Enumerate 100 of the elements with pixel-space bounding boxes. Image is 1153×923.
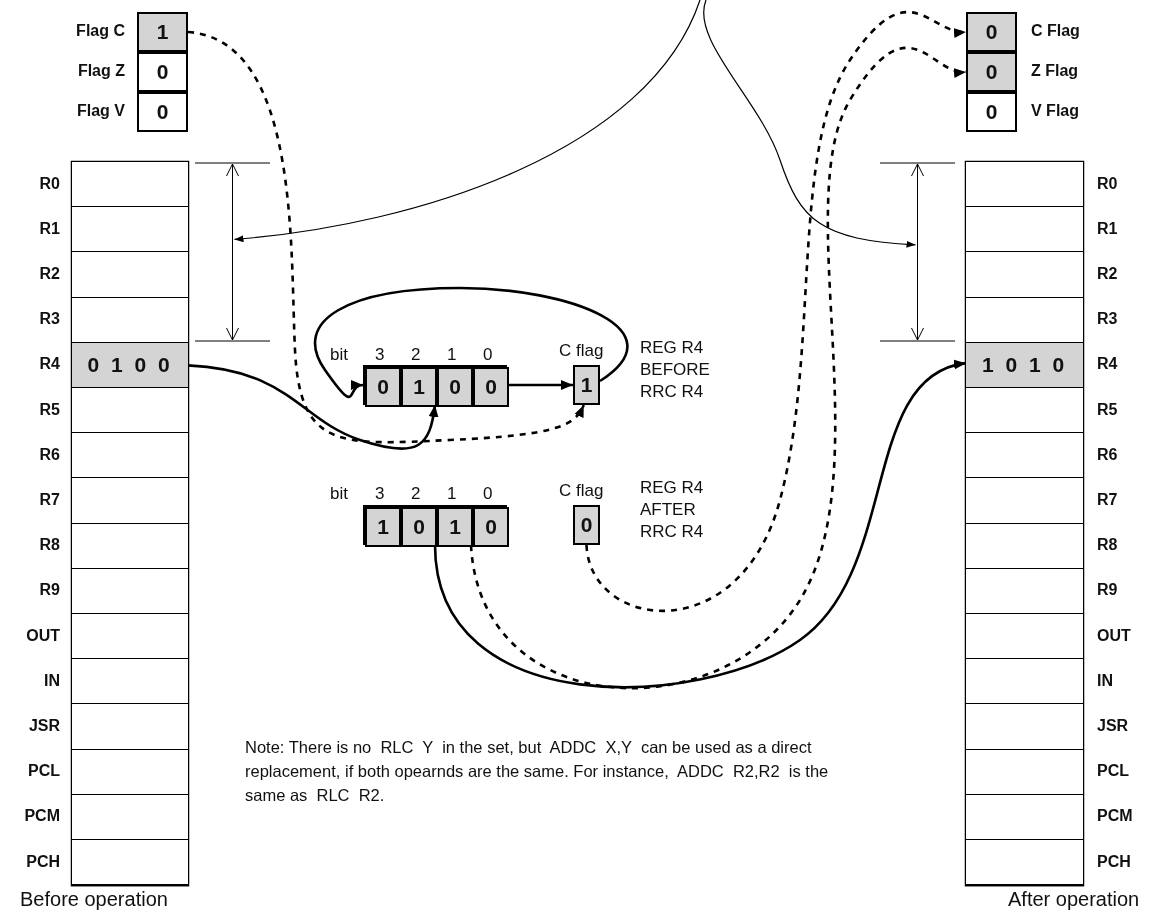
register-cell: 1 0 1 0 <box>966 342 1083 388</box>
register-name: R3 <box>39 310 60 329</box>
arrow <box>187 364 439 450</box>
register-cell <box>72 162 188 208</box>
register-name: R1 <box>1097 219 1118 238</box>
register-name: PCM <box>24 807 60 826</box>
register-name: R6 <box>39 445 60 464</box>
bit-number: 1 <box>447 484 457 504</box>
register-cell <box>72 614 188 660</box>
bit-number: 3 <box>375 484 385 504</box>
register-name: PCH <box>26 852 60 871</box>
flag-name: Flag V <box>77 102 125 120</box>
flag-name: C Flag <box>1031 22 1080 40</box>
register-cell <box>72 659 188 705</box>
dashed-arrow <box>469 47 967 690</box>
register-cell <box>72 297 188 343</box>
bit-row <box>363 365 507 405</box>
register-name: IN <box>1097 671 1113 690</box>
register-cell <box>966 749 1083 795</box>
panel-caption: After operation <box>1008 888 1140 911</box>
register-cell <box>72 478 188 524</box>
bit-cell: 1 <box>365 507 401 547</box>
register-name: R0 <box>1097 174 1118 193</box>
register-name: OUT <box>26 626 60 645</box>
caption-text: REG R4 AFTER RRC R4 <box>640 477 705 543</box>
register-cell <box>966 614 1083 660</box>
register-cell <box>72 252 188 298</box>
register-cell <box>72 207 188 253</box>
bit-cell: 0 <box>966 12 1017 52</box>
register-name: R6 <box>1097 445 1118 464</box>
bit-cell: 0 <box>966 92 1017 132</box>
bit-cell: 0 <box>473 367 509 407</box>
register-cell <box>72 433 188 479</box>
register-name: OUT <box>1097 626 1131 645</box>
bit-cell: 0 <box>137 52 188 92</box>
flag-name: Flag C <box>76 22 125 40</box>
register-cell <box>966 568 1083 614</box>
register-name: R2 <box>1097 265 1118 283</box>
register-name: R0 <box>39 174 60 193</box>
bit-cell: 0 <box>966 52 1017 92</box>
bit-row <box>363 505 507 545</box>
bit-cell: 1 <box>401 367 437 407</box>
bit-number: 0 <box>483 484 493 504</box>
register-name: IN <box>44 671 60 690</box>
register-name: R7 <box>1097 491 1118 509</box>
bit-cell: 0 <box>137 92 188 132</box>
dashed-arrow <box>585 11 967 612</box>
register-cell <box>966 433 1083 479</box>
register-name: PCM <box>1097 807 1133 826</box>
register-cell <box>966 297 1083 343</box>
register-cell <box>72 704 188 750</box>
register-cell <box>966 252 1083 298</box>
bit-label: bit <box>330 484 348 504</box>
register-cell <box>966 523 1083 569</box>
register-name: PCH <box>1097 852 1131 871</box>
register-cell <box>72 388 188 434</box>
register-cell <box>966 794 1083 840</box>
flag-name: V Flag <box>1031 102 1079 120</box>
bit-number: 0 <box>483 345 493 365</box>
bit-number: 2 <box>411 345 421 365</box>
register-name: R9 <box>39 581 60 600</box>
bit-number: 3 <box>375 345 385 365</box>
bit-cell: 1 <box>437 507 473 547</box>
register-cell <box>72 794 188 840</box>
register-cell <box>966 704 1083 750</box>
register-name: JSR <box>28 717 60 735</box>
register-name: JSR <box>1097 717 1129 735</box>
flag-name: Flag Z <box>77 62 125 80</box>
bit-label: bit <box>330 345 348 365</box>
register-cell <box>966 840 1083 886</box>
bit-cell: 0 <box>573 505 600 545</box>
pointer-arrow <box>233 0 701 242</box>
bit-cell: 0 <box>473 507 509 547</box>
flag-name: C flag <box>559 341 604 361</box>
dashed-arrow <box>187 30 585 444</box>
register-name: R4 <box>39 355 60 374</box>
register-cell <box>72 840 188 886</box>
register-cell <box>966 162 1083 208</box>
bit-cell: 0 <box>365 367 401 407</box>
bit-cell: 1 <box>137 12 188 52</box>
arrow <box>313 286 629 398</box>
register-name: R8 <box>1097 536 1118 555</box>
register-name: R8 <box>39 536 60 555</box>
register-name: PCL <box>1097 762 1129 781</box>
register-name: R9 <box>1097 581 1118 600</box>
register-name: R5 <box>1097 400 1118 419</box>
bit-cell: 1 <box>573 365 600 405</box>
register-name: R5 <box>39 400 60 419</box>
bit-cell: 0 <box>437 367 473 407</box>
register-cell <box>966 388 1083 434</box>
note-text: Note: There is no RLC Y in the set, but ADDC X,Y can be used as a direct replacement, if both opearnds are the same. For instance, ADDC R2,R2 is the same as RLC R2. <box>245 737 830 806</box>
caption-text: REG R4 BEFORE RRC R4 <box>640 337 711 403</box>
register-name: R4 <box>1097 355 1118 374</box>
register-cell <box>966 478 1083 524</box>
register-name: R7 <box>39 491 60 509</box>
flag-name: C flag <box>559 481 604 501</box>
register-cell <box>966 207 1083 253</box>
register-cell <box>72 749 188 795</box>
panel-caption: Before operation <box>20 888 168 911</box>
bit-cell: 0 <box>401 507 437 547</box>
